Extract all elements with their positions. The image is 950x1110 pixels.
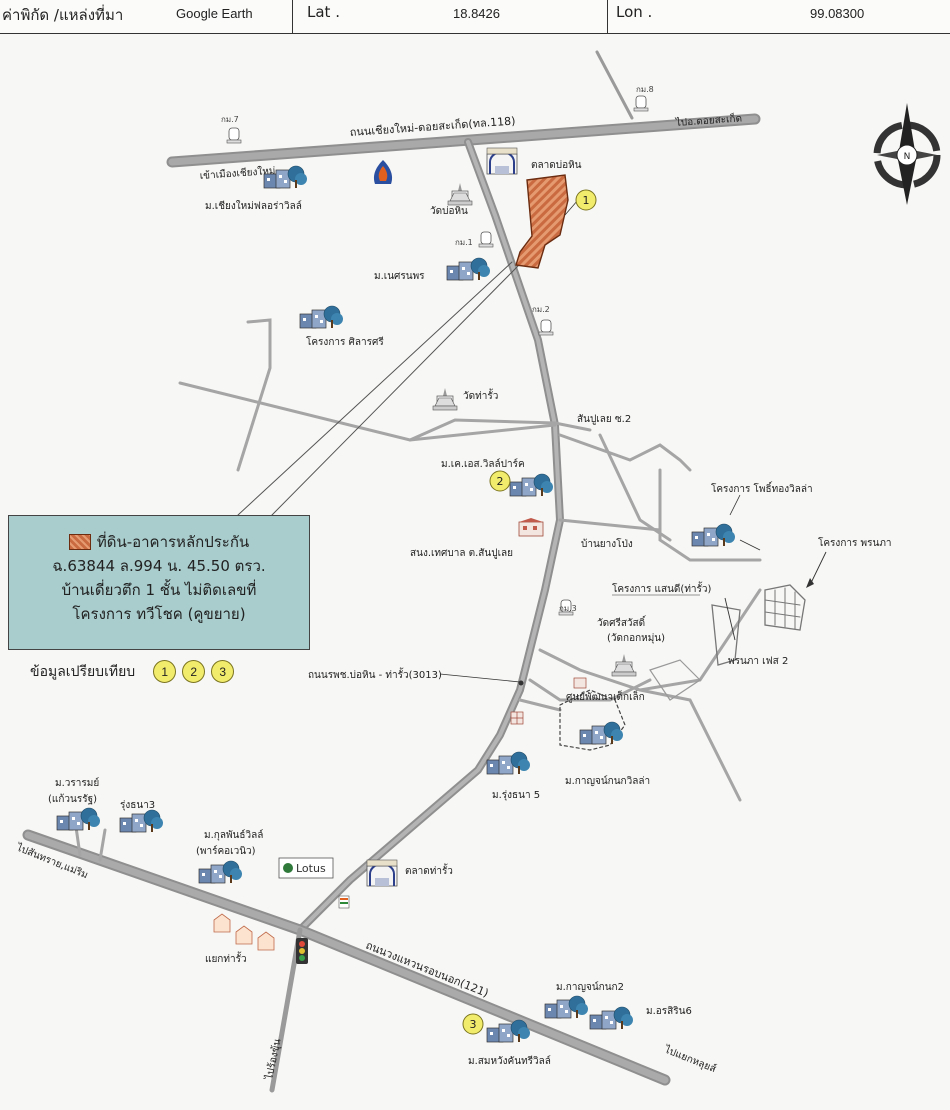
infobox-line3: บ้านเดี่ยวตึก 1 ชั้น ไม่ติดเลขที่ (61, 581, 257, 599)
gas-station-icon (373, 160, 393, 184)
svg-text:3: 3 (470, 1018, 477, 1031)
village-icon (299, 305, 344, 329)
label-to-yaekhuai: ไปแยกหลุยส์ (662, 1043, 718, 1075)
coordinate-header: ค่าพิกัด /แหล่งที่มา Google Earth Lat . … (0, 0, 950, 34)
lon-label: Lon . (616, 3, 653, 21)
childcare-icon (573, 677, 587, 689)
convenience-store-icon (338, 895, 350, 909)
label-wat-sriswat-sub: (วัดกอกหมุ่น) (607, 633, 665, 644)
market-icon (486, 147, 518, 175)
label-sanpuloei: สันปูเลย ซ.2 (577, 414, 631, 425)
km8-label: กม.8 (636, 85, 654, 94)
temple-icon (447, 182, 473, 206)
village-icon (509, 473, 554, 497)
label-arsirin6: ม.อรสิริน6 (646, 1006, 692, 1017)
village-icon (446, 257, 491, 281)
village-icon (589, 1006, 634, 1030)
infobox-line1: ที่ดิน-อาคารหลักประกัน (96, 533, 250, 551)
label-kulphan: ม.กุลพันธ์วิลล์ (204, 829, 263, 841)
label-hospital-road: ถนนรพช.บ่อหิน - ท่ารั้ว(3013) (308, 667, 442, 681)
lotus-label: Lotus (296, 862, 326, 875)
traffic-light-icon (296, 938, 308, 964)
marker-1: 1 (564, 189, 597, 216)
compare-marker-3: 3 (211, 660, 235, 683)
svg-text:1: 1 (583, 194, 590, 207)
label-pornpa: โครงการ พรนภา (818, 536, 892, 549)
label-waraporn-sub: (แก้วนรรัฐ) (48, 793, 97, 805)
lotus-logo: Lotus (278, 857, 334, 879)
label-municipal: สนง.เทศบาล ต.สันปูเลย (410, 548, 513, 559)
village-icon (56, 807, 101, 831)
market-icon (366, 859, 398, 887)
label-childcare: ศูนย์พัฒนาเด็กเล็ก (566, 689, 645, 703)
municipal-office-icon (518, 518, 544, 537)
temple-icon (611, 653, 637, 677)
lat-cell: Lat . 18.8426 (293, 0, 608, 33)
location-map: กม.7 กม.8 กม.1 กม.2 กม.3 ถนนเชียงใหม่-ดอ… (14, 50, 941, 1093)
label-to-chiangmai: เข้าเมืองเชียงใหม่ (199, 165, 275, 182)
label-nesornporn: ม.เนศรนพร (374, 271, 425, 282)
source-value: Google Earth (176, 6, 253, 21)
village-icon (486, 1019, 531, 1043)
label-to-doisaket: ไปอ.ดอยสะเก็ด (674, 110, 742, 129)
shophouse-icon (213, 913, 275, 951)
marker-2: 2 (489, 470, 511, 492)
village-icon (198, 860, 243, 884)
label-rungthana5: ม.รุ่งธนา 5 (492, 790, 540, 801)
label-market-bohin: ตลาดบ่อหิน (531, 160, 582, 171)
label-kanjanakanok2: ม.กาญจน์กนก2 (556, 981, 624, 993)
compass-n-label: N (904, 152, 911, 162)
label-banyangpong: บ้านยางโป่ง (581, 537, 633, 550)
label-pothong: โครงการ โพธิ์ทองวิลล่า (711, 481, 813, 495)
road-network (22, 50, 806, 1093)
km1-label: กม.1 (455, 238, 473, 247)
label-sansri: โครงการ แสนดี(ท่ารั้ว) (612, 581, 712, 595)
label-rungthana3: รุ่งธนา3 (120, 800, 155, 811)
lon-cell: Lon . 99.08300 (608, 0, 950, 33)
km7-label: กม.7 (221, 115, 239, 124)
label-waraporn: ม.วรารมย์ (55, 777, 99, 789)
collateral-info-box: ที่ดิน-อาคารหลักประกัน ฉ.63844 ล.994 น. … (8, 515, 310, 650)
lat-label: Lat . (307, 3, 340, 21)
label-chiangmai-flora: ม.เชียงใหม่ฟลอร่าวิลล์ (205, 200, 302, 212)
compare-label: ข้อมูลเปรียบเทียบ (30, 663, 136, 680)
label-to-rongchun: ไปร้องขุ้น (263, 1038, 284, 1082)
label-silarsri: โครงการ ศิลารศรี (306, 335, 384, 348)
village-icon (691, 523, 736, 547)
lon-value: 99.08300 (810, 6, 865, 21)
source-cell: ค่าพิกัด /แหล่งที่มา Google Earth (0, 0, 293, 33)
compare-marker-2: 2 (182, 660, 206, 683)
north-compass-icon: N (873, 103, 941, 205)
subject-parcel (515, 174, 569, 269)
infobox-title: ที่ดิน-อาคารหลักประกัน (9, 530, 309, 554)
label-kulphan-sub: (พาร์คอเวนิว) (196, 845, 256, 857)
label-samwang: ม.สมหวังคันทรีวิลล์ (468, 1055, 551, 1067)
village-icon (486, 751, 531, 775)
village-icon (119, 809, 164, 833)
label-pornpa-phase2: พรนภา เฟส 2 (728, 656, 788, 667)
label-ks-villa: ม.เค.เอส.วิลล์ปาร์ค (441, 458, 525, 470)
label-kanjanakanok-villa: ม.กาญจน์กนกวิลล่า (565, 775, 650, 787)
label-wat-sriswat: วัดศรีสวัสดิ์ (597, 615, 647, 629)
infobox-line4: โครงการ ทวีโชค (คูขยาย) (72, 605, 246, 623)
label-market-tharua: ตลาดท่ารั้ว (405, 863, 453, 877)
marker-3: 3 (462, 1013, 484, 1035)
km2-label: กม.2 (532, 305, 550, 314)
parcel-legend-swatch (68, 534, 91, 550)
infobox-line2: ฉ.63844 ล.994 น. 45.50 ตรว. (52, 557, 266, 575)
building-icon (510, 711, 524, 725)
source-label: ค่าพิกัด /แหล่งที่มา (2, 6, 124, 24)
village-icon (579, 721, 624, 745)
label-wat-tharua: วัดท่ารั้ว (463, 388, 498, 402)
temple-icon (432, 387, 458, 411)
village-icon (544, 995, 589, 1019)
km3-label: กม.3 (559, 604, 577, 613)
lat-value: 18.8426 (453, 6, 500, 21)
comparison-legend: ข้อมูลเปรียบเทียบ 1 2 3 (30, 660, 235, 683)
compare-marker-1: 1 (153, 660, 177, 683)
svg-text:2: 2 (497, 475, 504, 488)
label-wat-bohin: วัดบ่อหิน (430, 206, 468, 217)
label-yaek-tharua: แยกท่ารั้ว (205, 951, 247, 965)
